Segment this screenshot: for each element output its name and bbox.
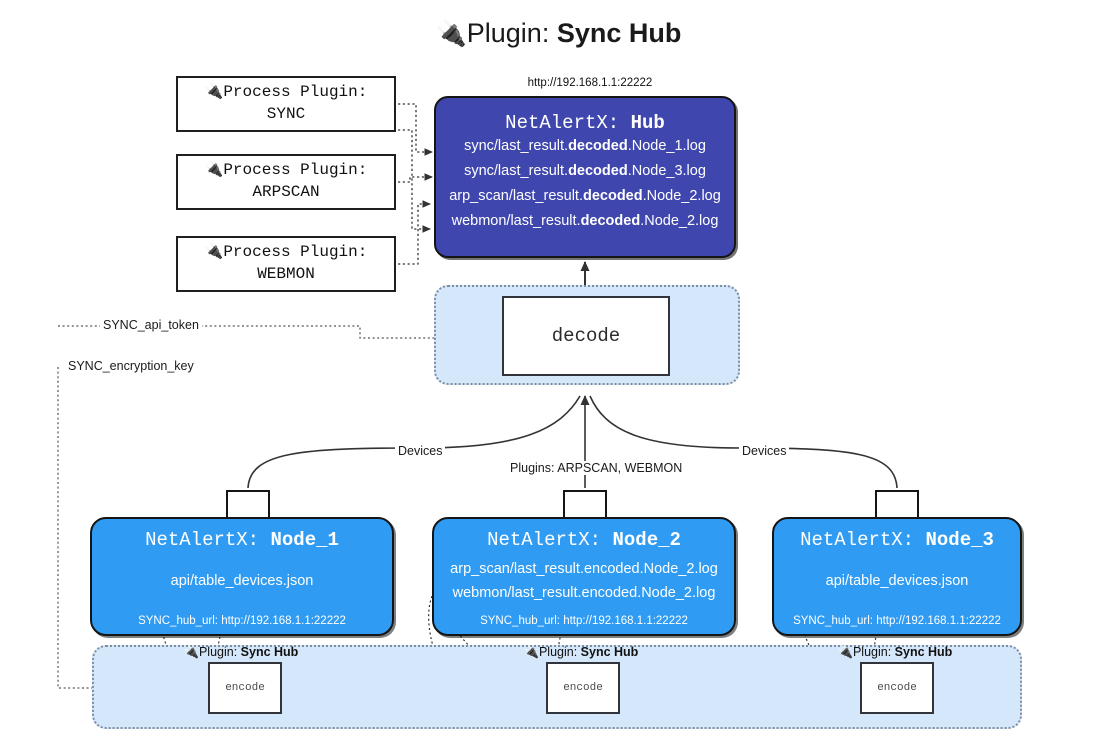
plug-icon: 🔌 — [204, 243, 224, 260]
hub-log-entry: sync/last_result.decoded.Node_3.log — [436, 159, 734, 184]
log-post: .Node_2.log — [642, 188, 721, 204]
node-title-name: Node_2 — [612, 529, 681, 551]
process-plugin-name: ARPSCAN — [252, 182, 320, 201]
log-post: .Node_3.log — [627, 163, 706, 179]
encode-caption-prefix: Plugin: — [538, 645, 578, 659]
process-plugin-sync[interactable]: 🔌Process Plugin: SYNC — [176, 76, 396, 132]
hub-title-prefix: NetAlertX: — [505, 112, 620, 134]
process-plugin-caption: Process Plugin: — [223, 161, 368, 179]
log-pre: sync/last_result. — [464, 163, 569, 179]
node-line: arp_scan/last_result.encoded.Node_2.log — [450, 561, 718, 577]
node-line: api/table_devices.json — [170, 573, 314, 589]
encode-caption-name: Sync Hub — [580, 645, 639, 659]
node-title-prefix: NetAlertX: — [487, 529, 602, 551]
node-line: webmon/last_result.encoded.Node_2.log — [452, 585, 716, 601]
log-emphasis: decoded — [582, 188, 643, 204]
encode-caption-prefix: Plugin: — [198, 645, 238, 659]
plug-icon: 🔌 — [435, 20, 467, 48]
node-title-prefix: NetAlertX: — [145, 529, 260, 551]
plug-icon: 🔌 — [184, 645, 199, 659]
encode-box-2[interactable]: encode — [546, 662, 620, 714]
sync-api-token-label: SYNC_api_token — [100, 318, 202, 332]
log-post: .Node_2.log — [640, 213, 719, 229]
hub-node[interactable]: NetAlertX: Hub sync/last_result.decoded.… — [434, 96, 736, 258]
process-plugin-webmon[interactable]: 🔌Process Plugin: WEBMON — [176, 236, 396, 292]
log-post: .Node_1.log — [627, 138, 706, 154]
process-plugin-name: WEBMON — [257, 264, 315, 283]
encode-caption-name: Sync Hub — [894, 645, 953, 659]
hub-log-entry: arp_scan/last_result.decoded.Node_2.log — [436, 184, 734, 209]
node-3[interactable]: NetAlertX: Node_3 api/table_devices.json… — [772, 517, 1022, 636]
page-title-prefix: Plugin: — [466, 18, 550, 48]
process-plugin-name: SYNC — [266, 104, 306, 123]
edge-label-devices-left: Devices — [395, 444, 446, 458]
log-emphasis: decoded — [568, 138, 628, 154]
log-pre: arp_scan/last_result. — [449, 188, 583, 204]
process-plugin-caption: Process Plugin: — [223, 83, 368, 101]
node-title: NetAlertX: Node_2 — [434, 529, 734, 551]
edge-label-devices-right: Devices — [739, 444, 790, 458]
encode-caption-name: Sync Hub — [240, 645, 299, 659]
plug-icon: 🔌 — [838, 645, 853, 659]
encode-caption-2: 🔌Plugin: Sync Hub — [524, 645, 638, 659]
page-title-name: Sync Hub — [556, 18, 682, 48]
encode-box-1[interactable]: encode — [208, 662, 282, 714]
encode-caption-3: 🔌Plugin: Sync Hub — [838, 645, 952, 659]
hub-title-name: Hub — [630, 112, 665, 134]
hub-log-entry: sync/last_result.decoded.Node_1.log — [436, 134, 734, 159]
node-1[interactable]: NetAlertX: Node_1 api/table_devices.json… — [90, 517, 394, 636]
plug-icon: 🔌 — [204, 83, 224, 100]
edge-label-plugins: Plugins: ARPSCAN, WEBMON — [507, 461, 686, 475]
node-line: api/table_devices.json — [825, 573, 969, 589]
node-title-prefix: NetAlertX: — [800, 529, 915, 551]
node-title: NetAlertX: Node_1 — [92, 529, 392, 551]
node-title-name: Node_1 — [270, 529, 339, 551]
node-footer: SYNC_hub_url: http://192.168.1.1:22222 — [793, 615, 1001, 627]
sync-encryption-key-label: SYNC_encryption_key — [65, 359, 197, 373]
plug-icon: 🔌 — [204, 161, 224, 178]
log-pre: sync/last_result. — [464, 138, 569, 154]
node-title: NetAlertX: Node_3 — [774, 529, 1020, 551]
log-pre: webmon/last_result. — [451, 213, 581, 229]
encode-caption-prefix: Plugin: — [852, 645, 892, 659]
page-title: 🔌Plugin: Sync Hub — [0, 18, 1117, 49]
envelope-icon — [875, 490, 919, 520]
process-plugin-arpscan[interactable]: 🔌Process Plugin: ARPSCAN — [176, 154, 396, 210]
process-plugin-caption: Process Plugin: — [223, 243, 368, 261]
envelope-icon — [226, 490, 270, 520]
node-title-name: Node_3 — [925, 529, 994, 551]
node-2[interactable]: NetAlertX: Node_2 arp_scan/last_result.e… — [432, 517, 736, 636]
log-emphasis: decoded — [568, 163, 628, 179]
log-emphasis: decoded — [580, 213, 641, 229]
envelope-icon — [563, 490, 607, 520]
hub-url-label: http://192.168.1.1:22222 — [527, 77, 653, 89]
hub-title: NetAlertX: Hub — [436, 112, 734, 134]
encode-box-3[interactable]: encode — [860, 662, 934, 714]
node-footer: SYNC_hub_url: http://192.168.1.1:22222 — [138, 615, 346, 627]
node-footer: SYNC_hub_url: http://192.168.1.1:22222 — [480, 615, 688, 627]
plug-icon: 🔌 — [524, 645, 539, 659]
encode-caption-1: 🔌Plugin: Sync Hub — [184, 645, 298, 659]
decode-box[interactable]: decode — [502, 296, 670, 376]
hub-log-entry: webmon/last_result.decoded.Node_2.log — [436, 209, 734, 234]
